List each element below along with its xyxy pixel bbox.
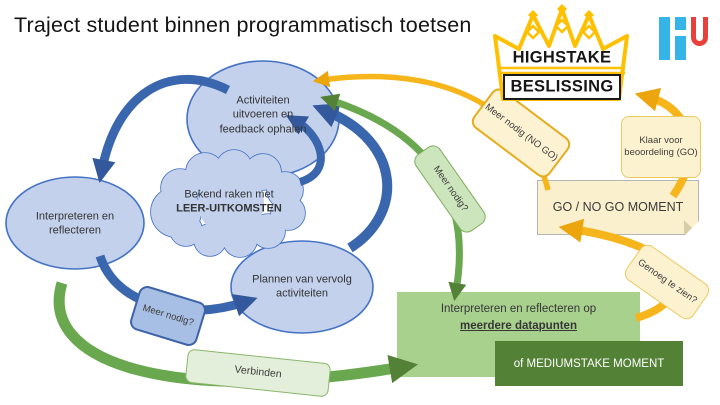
- hu-logo-u: [691, 17, 708, 46]
- meer-nodig-blue-tag: Meer nodig?: [127, 283, 209, 349]
- meer-nodig-green-tag: Meer nodig?: [410, 141, 490, 237]
- activiteiten-label: Activiteiten uitvoeren en feedback ophal…: [219, 94, 307, 136]
- multi-line1: Interpreteren en reflecteren op: [440, 303, 597, 315]
- interpreteren-label: Interpreteren en reflecteren: [35, 210, 115, 237]
- verbinden-tag: Verbinden: [184, 348, 332, 398]
- mediumstake-label: of MEDIUMSTAKE MOMENT: [513, 357, 665, 370]
- hu-logo-bar: [675, 17, 686, 30]
- cloud-label-bold: LEER-UITKOMSTEN: [176, 203, 282, 215]
- crown-icon: HIGHSTAKE BESLISSING: [486, 2, 638, 106]
- page-title: Traject student binnen programmatisch to…: [14, 13, 472, 37]
- mediumstake-moment-box: of MEDIUMSTAKE MOMENT: [495, 341, 683, 386]
- genoeg-te-zien-tag: Genoeg te zien?: [621, 241, 713, 323]
- highstake-label: HIGHSTAKE: [512, 48, 612, 67]
- hu-logo: [659, 17, 709, 60]
- beslissing-label: BESLISSING: [510, 77, 614, 96]
- go-no-go-label: GO / NO GO MOMENT: [552, 200, 684, 215]
- plannen-label: Plannen van vervolg activiteiten: [252, 273, 352, 300]
- cloud-label: Bekend raken met LEER-UITKOMSTEN: [173, 188, 285, 217]
- multi-line2: meerdere datapunten: [460, 320, 577, 333]
- hu-logo-bar: [675, 36, 686, 60]
- hu-logo-bar: [659, 17, 670, 60]
- cloud-label-text: Bekend raken met: [184, 188, 274, 201]
- klaar-voor-beoordeling-tag: Klaar voor beoordeling (GO): [621, 116, 701, 178]
